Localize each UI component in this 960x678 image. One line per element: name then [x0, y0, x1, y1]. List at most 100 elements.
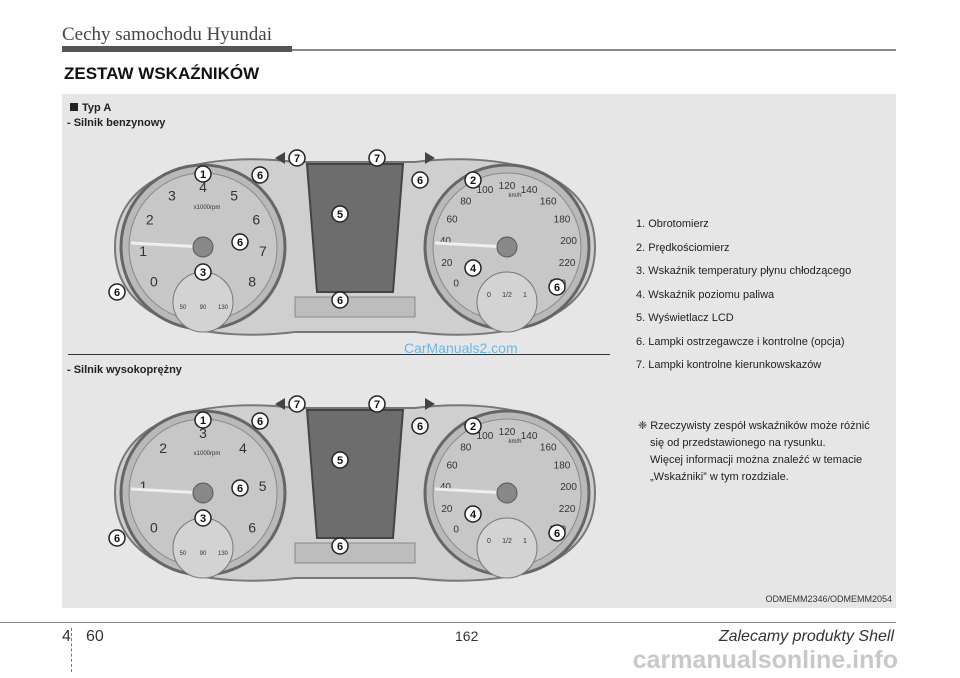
callout-label: 6: [417, 421, 423, 433]
speedometer-unit: km/h: [508, 439, 521, 445]
callout-label: 2: [470, 175, 476, 187]
speedometer-tick-label: 180: [554, 214, 571, 225]
tachometer-tick-label: 0: [150, 273, 158, 289]
fuel-tick-label: 0: [487, 538, 491, 545]
footer-site: carmanualsonline.info: [633, 646, 898, 675]
callout-label: 1: [200, 169, 206, 181]
speedometer-tick-label: 200: [560, 236, 577, 247]
temperature-tick-label: 90: [200, 305, 207, 311]
legend-item: 6. Lampki ostrzegawcze i kontrolne (opcj…: [636, 336, 851, 360]
callout-label: 7: [374, 399, 380, 411]
tachometer-tick-label: 6: [252, 211, 260, 227]
fuel-tick-label: 1: [523, 292, 527, 299]
callout-label: 3: [200, 513, 206, 525]
callout-label: 4: [470, 509, 477, 521]
legend-item: 4. Wskaźnik poziomu paliwa: [636, 289, 851, 313]
header-title: Cechy samochodu Hyundai: [62, 24, 272, 46]
legend-item: 1. Obrotomierz: [636, 218, 851, 242]
speedometer-tick-label: 160: [540, 443, 557, 454]
legend-item: 7. Lampki kontrolne kierunkowskazów: [636, 359, 851, 383]
temperature-tick-label: 130: [218, 305, 229, 311]
note: ❈ Rzeczywisty zespół wskaźników może róż…: [638, 418, 888, 486]
tachometer-tick-label: 1: [140, 478, 148, 494]
tachometer-tick-label: 2: [159, 440, 167, 456]
header-rule: [292, 49, 896, 51]
tachometer-hub: [193, 237, 213, 257]
speedometer-tick-label: 100: [477, 431, 494, 442]
callout-label: 6: [417, 175, 423, 187]
speedometer-tick-label: 120: [499, 427, 516, 438]
tachometer-tick-label: 8: [248, 273, 256, 289]
callout-label: 1: [200, 415, 206, 427]
legend-list: 1. Obrotomierz 2. Prędkościomierz 3. Wsk…: [636, 218, 851, 383]
fuel-gauge: [477, 518, 537, 578]
tachometer-tick-label: 0: [150, 519, 158, 535]
speedometer-tick-label: 20: [441, 258, 453, 269]
fuel-tick-label: 0: [487, 292, 491, 299]
tachometer-tick-label: 5: [259, 478, 267, 494]
speedometer-tick-label: 160: [540, 197, 557, 208]
tachometer-hub: [193, 483, 213, 503]
legend-item: 3. Wskaźnik temperatury płynu chłodząceg…: [636, 265, 851, 289]
warning-lamp-strip: [295, 297, 415, 317]
type-label: Typ A: [70, 102, 111, 114]
speedometer-tick-label: 220: [559, 258, 576, 269]
tachometer-tick-label: 4: [239, 440, 247, 456]
speedometer-unit: km/h: [508, 193, 521, 199]
figure-code: ODMEMM2346/ODMEMM2054: [765, 594, 892, 604]
footer-rule: [0, 622, 896, 624]
callout-label: 6: [257, 416, 263, 428]
fuel-tick-label: 1: [523, 538, 527, 545]
callout-label: 3: [200, 267, 206, 279]
chapter-number: 4: [62, 628, 71, 646]
callout-label: 6: [337, 295, 343, 307]
temperature-tick-label: 130: [218, 551, 229, 557]
diesel-label: - Silnik wysokoprężny: [67, 364, 182, 376]
speedometer-tick-label: 0: [453, 279, 459, 290]
speedometer-tick-label: 140: [521, 431, 538, 442]
petrol-label: - Silnik benzynowy: [67, 117, 165, 129]
speedometer-hub: [497, 483, 517, 503]
chapter-page: 60: [86, 628, 104, 646]
speedometer-tick-label: 220: [559, 504, 576, 515]
speedometer-tick-label: 140: [521, 185, 538, 196]
tachometer-tick-label: 3: [168, 188, 176, 204]
callout-label: 5: [337, 455, 343, 467]
note-line: się od przedstawionego na rysunku.: [638, 435, 888, 452]
temperature-gauge: [173, 518, 233, 578]
tachometer-unit: x1000rpm: [194, 451, 221, 457]
header-bar: [62, 46, 292, 52]
fuel-gauge: [477, 272, 537, 332]
callout-label: 5: [337, 209, 343, 221]
cluster-diesel: 0123456x1000rpm5090130020406080100120140…: [95, 388, 615, 598]
speedometer-tick-label: 0: [453, 525, 459, 536]
callout-label: 6: [237, 483, 243, 495]
tachometer-tick-label: 6: [248, 519, 256, 535]
tachometer-tick-label: 5: [230, 188, 238, 204]
speedometer-hub: [497, 237, 517, 257]
lcd-display: [307, 164, 403, 292]
temperature-tick-label: 50: [180, 551, 187, 557]
speedometer-tick-label: 60: [446, 214, 458, 225]
speedometer-tick-label: 100: [477, 185, 494, 196]
callout-label: 4: [470, 263, 477, 275]
speedometer-tick-label: 120: [499, 181, 516, 192]
callout-label: 6: [337, 541, 343, 553]
callout-label: 6: [554, 528, 560, 540]
tachometer-unit: x1000rpm: [194, 205, 221, 211]
section-title: ZESTAW WSKAŹNIKÓW: [64, 64, 259, 84]
speedometer-tick-label: 80: [460, 197, 472, 208]
callout-label: 6: [554, 282, 560, 294]
speedometer-tick-label: 200: [560, 482, 577, 493]
callout-label: 6: [237, 237, 243, 249]
callout-label: 7: [374, 153, 380, 165]
callout-label: 6: [114, 533, 120, 545]
temperature-tick-label: 90: [200, 551, 207, 557]
legend-item: 5. Wyświetlacz LCD: [636, 312, 851, 336]
speedometer-tick-label: 60: [446, 460, 458, 471]
footer-shell: Zalecamy produkty Shell: [719, 628, 894, 646]
tachometer-tick-label: 7: [259, 243, 267, 259]
temperature-tick-label: 50: [180, 305, 187, 311]
note-line: „Wskaźniki” w tym rozdziale.: [638, 469, 888, 486]
